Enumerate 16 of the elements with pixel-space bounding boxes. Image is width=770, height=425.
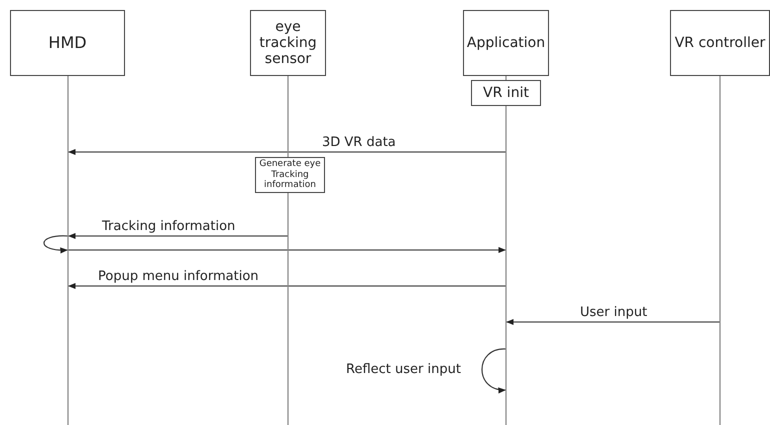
participant-box: Application bbox=[463, 10, 549, 76]
participant-box: eye tracking sensor bbox=[250, 10, 326, 76]
message-arrow bbox=[68, 282, 506, 290]
self-message-arrow bbox=[481, 348, 506, 393]
message-arrow bbox=[506, 318, 720, 326]
edge-label: User input bbox=[578, 305, 650, 320]
process-box: Generate eye Tracking information bbox=[255, 157, 325, 193]
participant-box: HMD bbox=[10, 10, 125, 76]
participant-box: VR controller bbox=[670, 10, 770, 76]
message-arrow bbox=[68, 246, 506, 254]
edge-label: Reflect user input bbox=[344, 362, 463, 377]
message-arrow bbox=[68, 148, 506, 156]
activation-box: VR init bbox=[471, 80, 541, 106]
edge-label: Tracking information bbox=[100, 219, 238, 234]
self-message-arrow bbox=[43, 235, 68, 254]
message-arrow bbox=[68, 232, 288, 240]
